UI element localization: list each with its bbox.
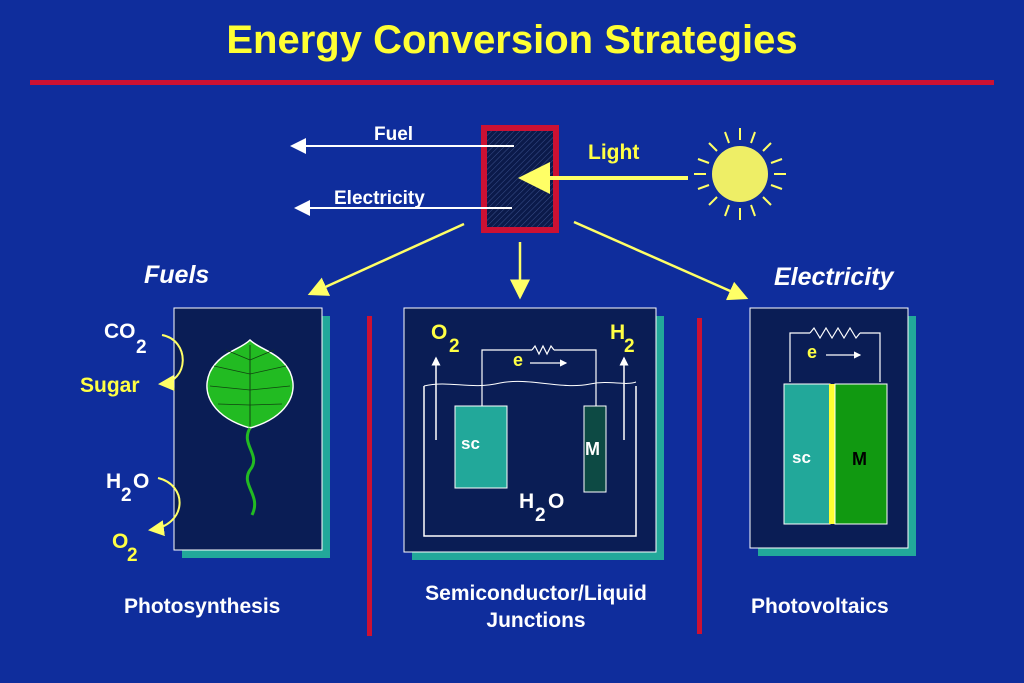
- h2o-label-subscript: 2: [121, 485, 132, 506]
- pv-caption: Photovoltaics: [751, 595, 889, 618]
- sclj-panel: [403, 307, 657, 553]
- title-underline: [30, 80, 994, 85]
- sclj-caption-line1: Semiconductor/Liquid: [425, 582, 647, 605]
- sun-icon: [694, 128, 786, 220]
- leaf-icon: [206, 338, 294, 516]
- pv-circuit: [789, 326, 881, 382]
- sclj-semiconductor-electrode: [454, 405, 508, 489]
- sclj-h2-label: H: [610, 321, 626, 344]
- h2o-o2-curve-arrow: [148, 477, 181, 537]
- pv-m-label: M: [852, 449, 867, 469]
- co2-label-main: CO: [104, 320, 136, 343]
- sclj-o2-label: O: [431, 321, 448, 344]
- sclj-liquid-surface: [423, 380, 637, 387]
- water-label-o: O: [548, 490, 565, 513]
- pv-electron-label: e: [807, 342, 818, 362]
- co2-label-subscript: 2: [136, 337, 147, 358]
- sclj-sc-label: sc: [461, 434, 480, 453]
- pv-junction-line: [829, 384, 835, 524]
- h2o-label-o: O: [133, 470, 150, 493]
- co2-sugar-curve-arrow: [158, 334, 184, 392]
- sclj-container: [423, 386, 637, 537]
- sclj-electron-label: e: [513, 350, 524, 370]
- light-label: Light: [588, 141, 640, 164]
- sugar-label: Sugar: [80, 374, 140, 397]
- sclj-caption-line2: Junctions: [486, 609, 586, 632]
- branch-arrow-fuels: [307, 222, 465, 296]
- page-title: Energy Conversion Strategies: [226, 18, 798, 62]
- sclj-metal-electrode: [583, 405, 607, 493]
- electricity-heading: Electricity: [774, 263, 894, 291]
- sclj-circuit: [481, 344, 597, 406]
- pv-sc-label: sc: [792, 448, 811, 467]
- branch-arrow-electricity: [573, 220, 749, 301]
- water-label-h: H: [519, 490, 535, 513]
- o2-product-subscript: 2: [127, 545, 138, 566]
- o2-product-label: O: [112, 530, 129, 553]
- photosynthesis-caption: Photosynthesis: [124, 595, 281, 618]
- pv-semiconductor-layer: [783, 383, 831, 525]
- divider-right: [697, 318, 702, 634]
- sclj-o2-subscript: 2: [449, 336, 460, 357]
- pv-metal-layer: [834, 383, 888, 525]
- fuels-heading: Fuels: [144, 261, 210, 289]
- fuel-label: Fuel: [374, 124, 414, 145]
- divider-left: [367, 316, 372, 636]
- sclj-m-label: M: [585, 439, 600, 459]
- h2o-label-h: H: [106, 470, 122, 493]
- water-label-subscript: 2: [535, 505, 546, 526]
- electricity-output-label: Electricity: [334, 188, 425, 209]
- sclj-h2-subscript: 2: [624, 336, 635, 357]
